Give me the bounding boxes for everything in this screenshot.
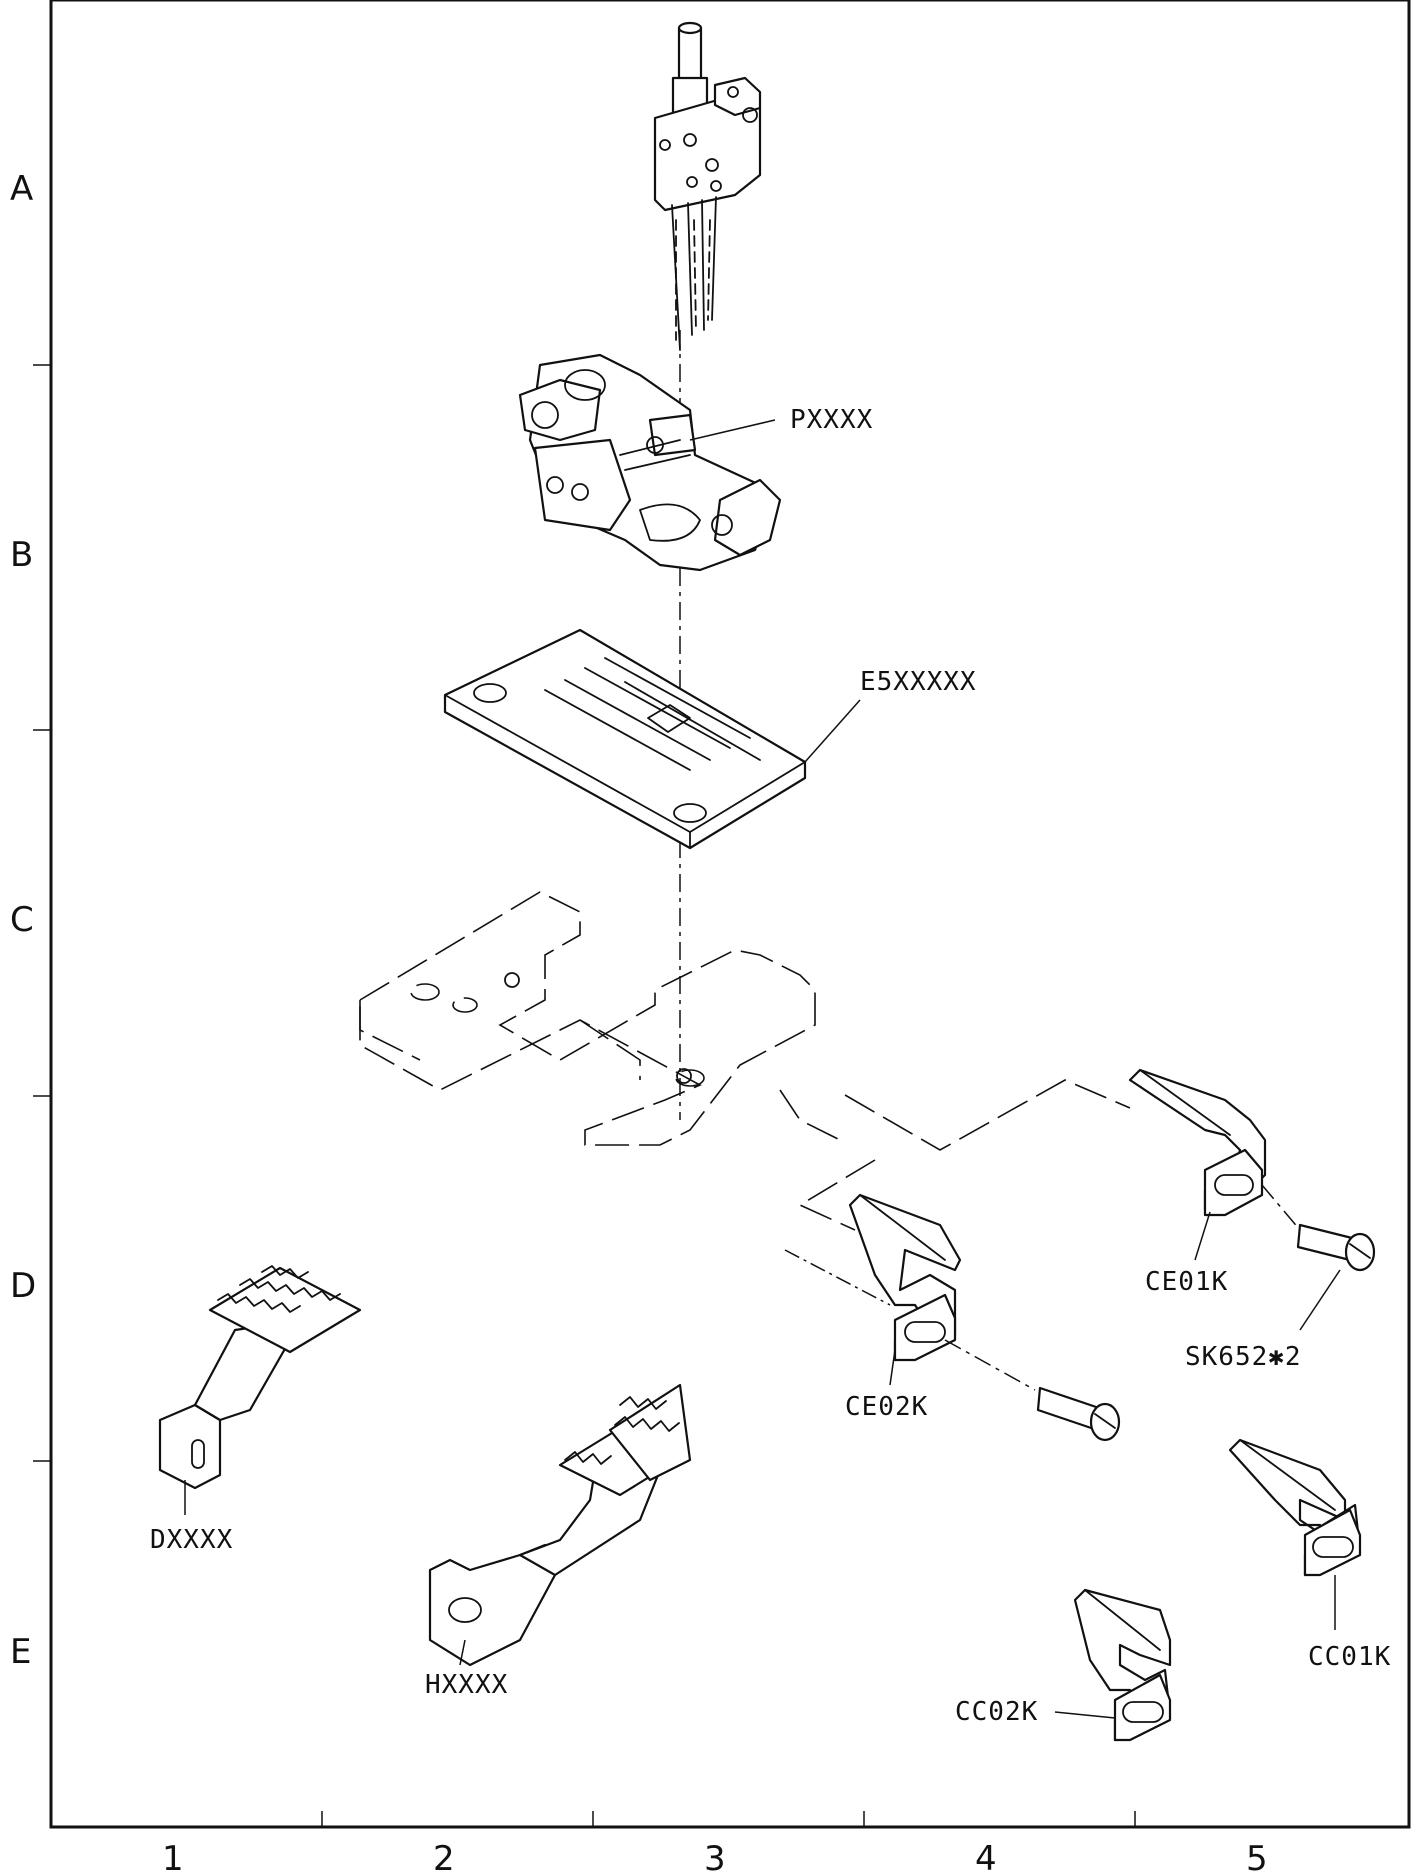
leader-cc02k [1054, 1711, 1116, 1719]
label-sk652: SK652✱2 [1185, 1342, 1302, 1372]
screw-lower [1036, 1386, 1121, 1442]
grid-row-a: A [10, 169, 33, 209]
leader-sk652 [1299, 1269, 1341, 1331]
presser-foot-part [518, 353, 782, 572]
grid-col-5: 5 [1246, 1839, 1268, 1876]
spreader-cc01k-part [1228, 1438, 1362, 1577]
feed-dog-d-part [158, 1265, 362, 1490]
needle-clamp [653, 21, 762, 351]
grid-row-e: E [10, 1632, 31, 1672]
label-ce01k: CE01K [1145, 1267, 1228, 1297]
plate-support-ghost [359, 891, 1131, 1231]
column-ticks [321, 1811, 1136, 1827]
screw-axis-lower [944, 1339, 1036, 1391]
grid-row-c: C [10, 900, 34, 940]
grid-col-2: 2 [433, 1839, 455, 1876]
spreader-ce02k-part [848, 1193, 962, 1362]
screw-axis-upper [1261, 1184, 1301, 1231]
grid-col-4: 4 [975, 1839, 997, 1876]
label-cc01k: CC01K [1308, 1642, 1391, 1672]
grid-row-d: D [10, 1266, 36, 1306]
label-e5xxxxx: E5XXXXX [860, 667, 977, 697]
leader-hxxxx [459, 1639, 466, 1666]
label-hxxxx: HXXXX [425, 1670, 508, 1700]
diagram-frame [49, 0, 1411, 1829]
leader-pxxxx [689, 419, 776, 441]
label-ce02k: CE02K [845, 1392, 928, 1422]
needle-plate-part [443, 628, 807, 850]
leader-ce01k [1194, 1211, 1211, 1261]
feed-dog-h-part [428, 1383, 692, 1667]
grid-row-b: B [10, 535, 33, 575]
spreader-ce01k-part [1128, 1068, 1267, 1217]
label-pxxxx: PXXXX [790, 405, 873, 435]
leader-e5xxxxx [804, 699, 861, 763]
grid-col-3: 3 [704, 1839, 726, 1876]
screw-upper [1296, 1223, 1376, 1272]
spreader-cc02k-part [1073, 1588, 1172, 1742]
ce02k-ghost-line [784, 1249, 891, 1306]
label-cc02k: CC02K [955, 1697, 1038, 1727]
row-ticks [33, 364, 51, 1462]
leader-ce02k [889, 1349, 896, 1386]
grid-col-1: 1 [162, 1839, 184, 1876]
label-dxxxx: DXXXX [150, 1525, 233, 1555]
